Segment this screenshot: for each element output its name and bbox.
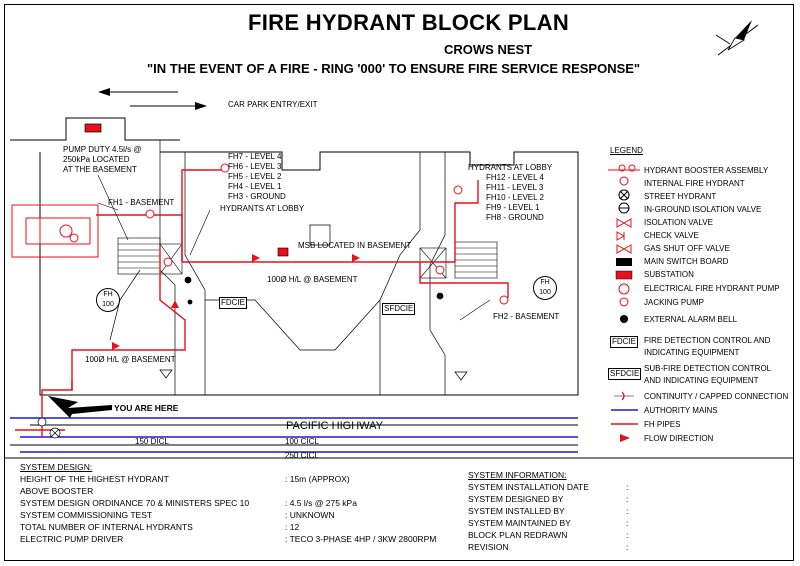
- legend-item: MAIN SWITCH BOARD: [644, 257, 729, 266]
- legend-item: STREET HYDRANT: [644, 192, 717, 201]
- lobby-right-item-5: FH8 - GROUND: [486, 213, 544, 222]
- info-row-label: SYSTEM MAINTAINED BY: [468, 518, 571, 528]
- legend-line: FH PIPES: [644, 420, 681, 429]
- lobby-right-title: HYDRANTS AT LOBBY: [468, 163, 553, 172]
- fh2-label: FH2 - BASEMENT: [493, 312, 560, 321]
- info-row-label: REVISION: [468, 542, 509, 552]
- info-row-value: :: [626, 530, 629, 540]
- legend-line: FLOW DIRECTION: [644, 434, 714, 443]
- lobby-left-item-1: FH7 - LEVEL 4: [228, 152, 282, 161]
- lobby-left-title: HYDRANTS AT LOBBY: [220, 204, 305, 213]
- legend-symbols: [608, 164, 640, 397]
- info-row-label: SYSTEM INSTALLED BY: [468, 506, 565, 516]
- fh1-label: FH1 - BASEMENT: [108, 198, 175, 207]
- fh-circle-top: FH: [540, 279, 550, 286]
- street-hydrant-icon: [37, 417, 61, 439]
- design-row-label: SYSTEM COMMISSIONING TEST: [20, 510, 153, 520]
- legend-item: CHECK VALVE: [644, 231, 699, 240]
- emergency-warning: "IN THE EVENT OF A FIRE - RING '000' TO …: [147, 61, 641, 76]
- info-row-label: SYSTEM INSTALLATION DATE: [468, 482, 589, 492]
- design-row-value: : UNKNOWN: [285, 510, 335, 520]
- main-pipe-label-1: 100Ø H/L @ BASEMENT: [267, 275, 358, 284]
- legend-fdcie-text-1: FIRE DETECTION CONTROL AND: [644, 336, 771, 345]
- main-100-label: 100 CICL: [285, 437, 319, 446]
- design-row-label: TOTAL NUMBER OF INTERNAL HYDRANTS: [20, 522, 193, 532]
- fh-circle-num: 100: [539, 289, 551, 296]
- legend-fdcie-text-2: INDICATING EQUIPMENT: [644, 348, 740, 357]
- legend-item: GAS SHUT OFF VALVE: [644, 244, 730, 253]
- lobby-right-item-4: FH9 - LEVEL 1: [486, 203, 540, 212]
- legend-title: LEGEND: [610, 146, 643, 155]
- booster-assembly-icon: [608, 164, 640, 172]
- fdcie-tag: FDCIE: [219, 297, 247, 309]
- design-row-value: : TECO 3-PHASE 4HP / 3KW 2800RPM: [285, 534, 437, 544]
- info-row-value: :: [626, 518, 629, 528]
- carpark-label: CAR PARK ENTRY/EXIT: [228, 100, 318, 109]
- design-row-label: ELECTRIC PUMP DRIVER: [20, 534, 124, 544]
- alarm-bell-icon: [620, 315, 628, 323]
- north-arrow-icon: [715, 20, 759, 56]
- legend-item: HYDRANT BOOSTER ASSEMBLY: [644, 166, 769, 175]
- info-row-value: :: [626, 542, 629, 552]
- pump-note-1: PUMP DUTY 4.5l/s @: [63, 145, 142, 154]
- main-pipe-label-2: 100Ø H/L @ BASEMENT: [85, 355, 176, 364]
- valve-icon: [616, 218, 632, 228]
- lobby-left-item-2: FH6 - LEVEL 3: [228, 162, 282, 171]
- you-are-here-label: YOU ARE HERE: [114, 403, 179, 413]
- legend-sfdcie-code: SFDCIE: [608, 368, 642, 380]
- page-title: FIRE HYDRANT BLOCK PLAN: [248, 10, 570, 35]
- system-info-title: SYSTEM INFORMATION:: [468, 470, 567, 480]
- info-row-label: BLOCK PLAN REDRAWN: [468, 530, 568, 540]
- design-row-label: SYSTEM DESIGN ORDINANCE 70 & MINISTERS S…: [20, 498, 250, 508]
- info-row-label: SYSTEM DESIGNED BY: [468, 494, 564, 504]
- design-row-value: : 4.5 l/s @ 275 kPa: [285, 498, 357, 508]
- fh-booster-right: FH 100: [533, 276, 557, 300]
- legend-item: EXTERNAL ALARM BELL: [644, 315, 738, 324]
- legend-line: AUTHORITY MAINS: [644, 406, 718, 415]
- fh-booster-left: FH 100: [96, 288, 120, 312]
- hydrant-icon: [145, 163, 509, 305]
- legend-sfdcie-text-1: SUB-FIRE DETECTION CONTROL: [644, 364, 772, 373]
- legend-item: ELECTRICAL FIRE HYDRANT PUMP: [644, 284, 780, 293]
- lobby-right-item-1: FH12 - LEVEL 4: [486, 173, 544, 182]
- legend-item: ISOLATION VALVE: [644, 218, 713, 227]
- pump-note-2: 250kPa LOCATED: [63, 155, 130, 164]
- legend-fdcie-code: FDCIE: [610, 336, 638, 348]
- legend-line: CONTINUITY / CAPPED CONNECTION: [644, 392, 789, 401]
- drawing-frame: [4, 4, 794, 561]
- info-row-value: :: [626, 506, 629, 516]
- msb-label: MSB LOCATED IN BASEMENT: [298, 241, 412, 250]
- pump-icon: [25, 217, 91, 245]
- lobby-left-item-3: FH5 - LEVEL 2: [228, 172, 282, 181]
- sfdcie-tag: SFDCIE: [382, 303, 416, 315]
- main-250-label: 250 CICL: [285, 451, 319, 460]
- main-150-label: 150 DICL: [135, 437, 169, 446]
- fh-circle-top: FH: [103, 291, 113, 298]
- legend-sfdcie-text-2: AND INDICATING EQUIPMENT: [644, 376, 759, 385]
- legend-item: IN-GROUND ISOLATION VALVE: [644, 205, 762, 214]
- lobby-right-item-3: FH10 - LEVEL 2: [486, 193, 544, 202]
- info-row-value: :: [626, 482, 629, 492]
- legend-item: INTERNAL FIRE HYDRANT: [644, 179, 745, 188]
- building-name: CROWS NEST: [444, 42, 533, 57]
- info-row-value: :: [626, 494, 629, 504]
- pump-note-3: AT THE BASEMENT: [63, 165, 137, 174]
- design-row-label: ABOVE BOOSTER: [20, 486, 94, 496]
- lobby-right-item-2: FH11 - LEVEL 3: [486, 183, 544, 192]
- design-row-label: HEIGHT OF THE HIGHEST HYDRANT: [20, 474, 169, 484]
- design-row-value: : 12: [285, 522, 300, 532]
- lobby-left-item-5: FH3 - GROUND: [228, 192, 286, 201]
- lobby-left-item-4: FH4 - LEVEL 1: [228, 182, 282, 191]
- highway-label: PACIFIC HIGHWAY: [286, 420, 383, 432]
- system-design-title: SYSTEM DESIGN:: [20, 462, 93, 472]
- legend-item: JACKING PUMP: [644, 298, 705, 307]
- legend-item: SUBSTATION: [644, 270, 694, 279]
- fh-circle-num: 100: [102, 301, 114, 308]
- design-row-value: : 15m (APPROX): [285, 474, 350, 484]
